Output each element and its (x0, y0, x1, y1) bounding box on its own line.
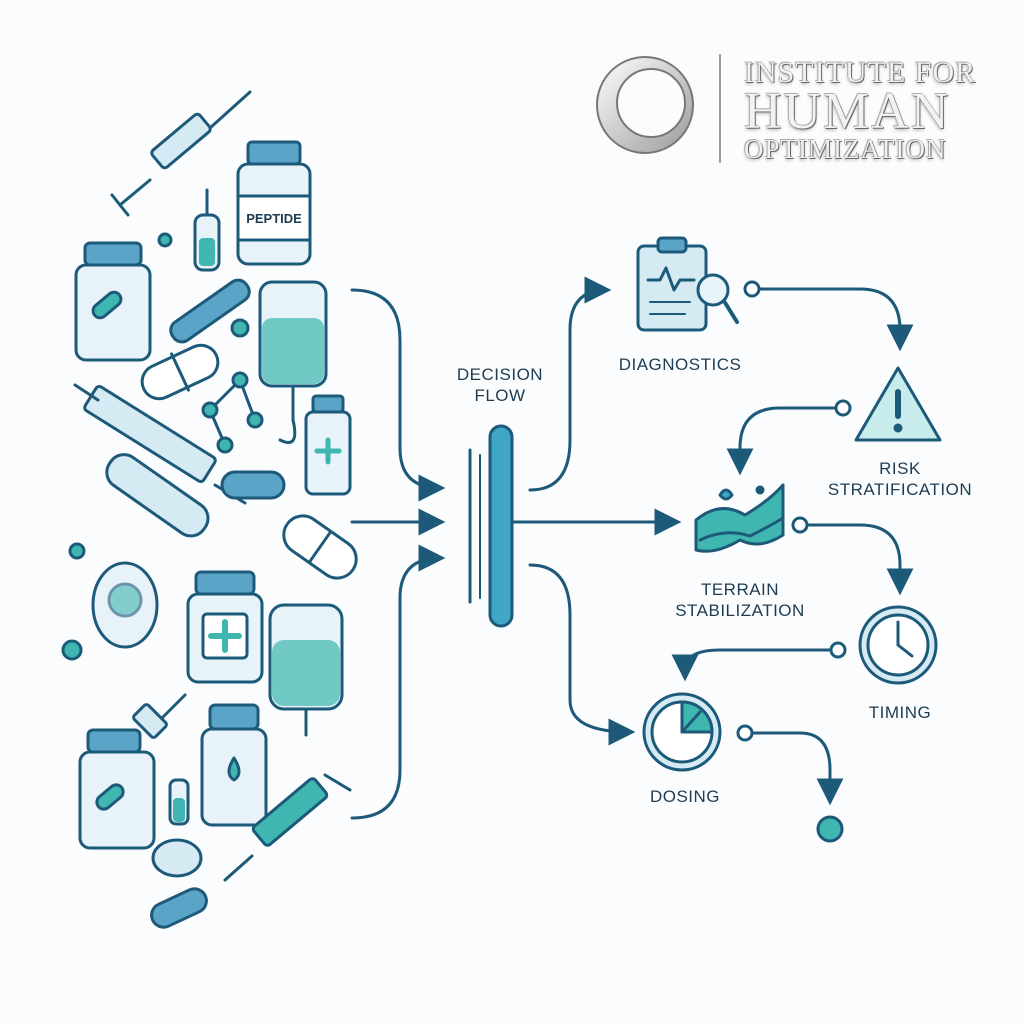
risk-label: RISK STRATIFICATION (800, 458, 1000, 501)
risk-line-2: STRATIFICATION (827, 480, 973, 500)
pill-bottle-icon (186, 570, 264, 684)
warning-icon (854, 366, 942, 442)
timing-label: TIMING (868, 703, 932, 722)
drop-vial-icon (200, 703, 268, 827)
ampoule-icon (168, 778, 190, 826)
dosing-gauge-icon (642, 692, 722, 772)
terrain-icon (694, 483, 785, 553)
decision-flow-line-1: DECISION (456, 365, 544, 384)
capsule-icon (140, 343, 220, 401)
logo-line-2: HUMAN (744, 83, 951, 140)
capsule-icon (282, 514, 358, 580)
syringe-icon (110, 90, 252, 217)
dosing-label: DOSING (649, 787, 721, 806)
pill-bottle-icon (78, 728, 156, 850)
terrain-label: TERRAIN STABILIZATION (640, 579, 840, 622)
capsule-icon (150, 887, 208, 929)
terrain-line-2: STABILIZATION (675, 601, 805, 621)
capsule-icon (220, 470, 286, 500)
diagnostics-label: DIAGNOSTICS (618, 355, 742, 374)
molecule-icon (201, 371, 264, 454)
decision-flow-label: DECISION FLOW (430, 364, 570, 407)
ampoule-icon (193, 188, 221, 272)
logo-emblem (596, 54, 721, 163)
syringe-icon (73, 383, 247, 505)
organ-scan-icon (91, 561, 159, 649)
peptide-label: PEPTIDE (246, 211, 302, 226)
syringe-icon (223, 773, 352, 882)
logo-line-3: OPTIMIZATION (744, 134, 947, 164)
iv-bag-icon (268, 603, 344, 737)
test-tube-icon (105, 453, 210, 538)
peptide-vial-icon (236, 140, 312, 266)
pill-icon (151, 838, 203, 878)
timing-clock-icon (858, 605, 938, 685)
terrain-line-1: TERRAIN (700, 580, 780, 599)
logo-line-1: INSTITUTE FOR (744, 56, 977, 89)
medicine-vial-icon (304, 394, 352, 496)
iv-bag-icon (258, 280, 328, 444)
pill-bottle-icon (74, 241, 152, 362)
decision-flow-bar (488, 424, 514, 628)
dropper-icon (132, 693, 187, 739)
diagnostics-clipboard-icon (636, 236, 739, 332)
end-node (816, 815, 844, 843)
decision-flow-line-2: FLOW (474, 386, 526, 406)
risk-line-1: RISK (879, 459, 921, 478)
injector-pen-icon (169, 278, 251, 344)
